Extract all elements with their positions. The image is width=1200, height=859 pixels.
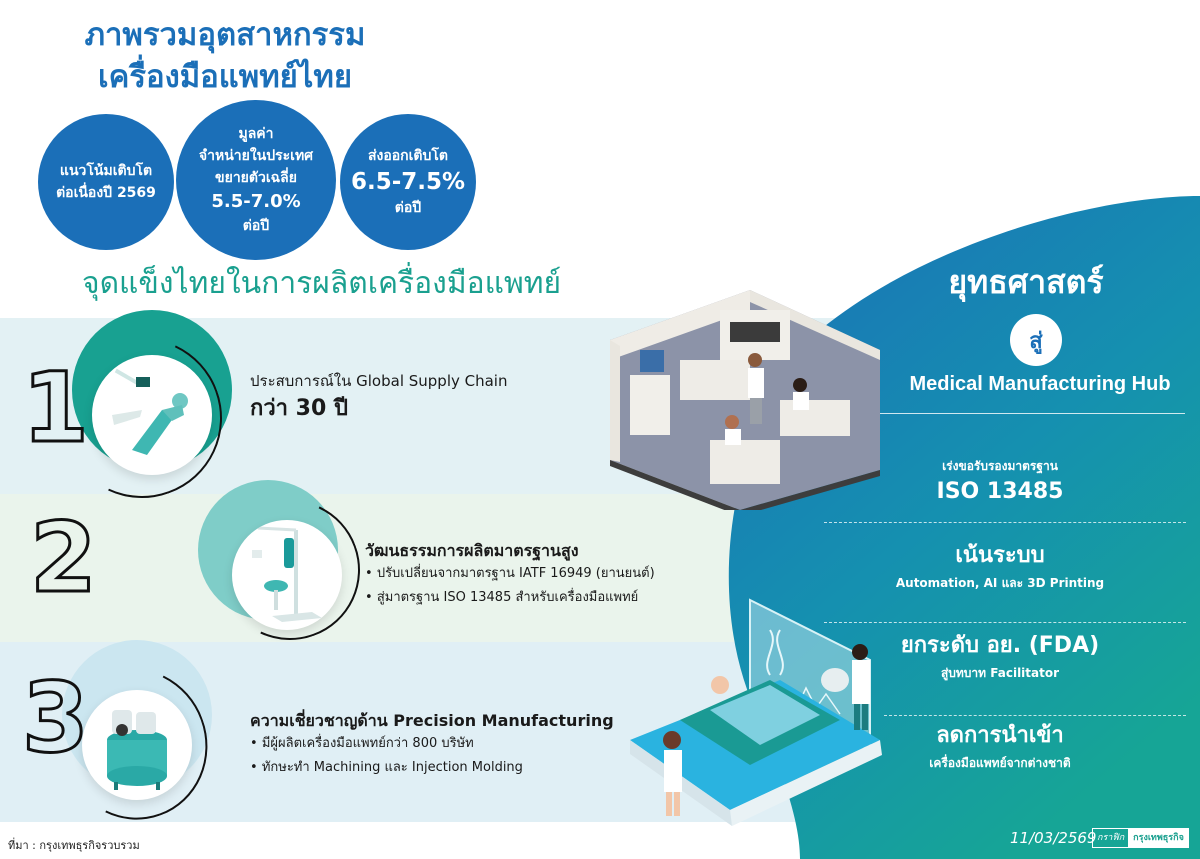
strategy-item-automation: เน้นระบบ Automation, AI และ 3D Printing	[895, 543, 1105, 590]
title-line-2: เครื่องมือแพทย์ไทย	[98, 59, 352, 95]
strategy-heading: ยุทธศาสตร์	[948, 263, 1104, 301]
digital-hospital-illustration	[630, 598, 882, 826]
dashed-divider	[824, 522, 1186, 523]
dental-chair-icon	[92, 355, 212, 475]
dental-lamp-stool-icon	[232, 520, 342, 630]
strategy-item-reduce-imports: ลดการนำเข้า เครื่องมือแพทย์จากต่างชาติ	[929, 723, 1071, 770]
item-3-number: 3	[21, 662, 91, 774]
item-2-number: 2	[29, 502, 99, 614]
page-title: ภาพรวมอุตสาหกรรม เครื่องมือแพทย์ไทย	[70, 14, 380, 98]
title-line-1: ภาพรวมอุตสาหกรรม	[84, 17, 366, 53]
stat-bubble-growth-trend: แนวโน้มเติบโต ต่อเนื่องปี 2569	[38, 114, 174, 250]
strategy-item-iso: เร่งขอรับรองมาตรฐาน ISO 13485	[936, 459, 1064, 504]
strategy-item-fda: ยกระดับ อย. (FDA) สู่บทบาท Facilitator	[900, 633, 1100, 680]
publish-date: 11/03/2569	[1010, 829, 1097, 847]
air-compressor-icon	[82, 690, 192, 800]
laboratory-illustration	[610, 290, 880, 510]
strengths-title: จุดแข็งไทยในการผลิตเครื่องมือแพทย์	[82, 266, 562, 301]
connector-badge: สู่	[1010, 314, 1062, 366]
stat-bubble-domestic-value: มูลค่า จำหน่ายในประเทศ ขยายตัวเฉลี่ย 5.5…	[176, 100, 336, 260]
stat-bubble-export-growth: ส่งออกเติบโต 6.5-7.5% ต่อปี	[340, 114, 476, 250]
strength-item-3: ความเชี่ยวชาญด้าน Precision Manufacturin…	[250, 710, 614, 780]
item-1-number: 1	[21, 352, 91, 464]
divider	[880, 413, 1185, 414]
brand-logo: กรุงเทพธุรกิจ	[1129, 829, 1188, 847]
source-note: ที่มา : กรุงเทพธุรกิจรวบรวม	[8, 839, 140, 852]
strategy-target: Medical Manufacturing Hub	[909, 373, 1171, 395]
dashed-divider	[884, 715, 1186, 716]
credit-badge: กราฟิก กรุงเทพธุรกิจ	[1092, 828, 1189, 848]
strength-item-1: ประสบการณ์ใน Global Supply Chain กว่า 30…	[250, 372, 508, 421]
dashed-divider	[824, 622, 1186, 623]
strength-item-2: วัฒนธรรมการผลิตมาตรฐานสูง ปรับเปลี่ยนจาก…	[365, 540, 655, 610]
